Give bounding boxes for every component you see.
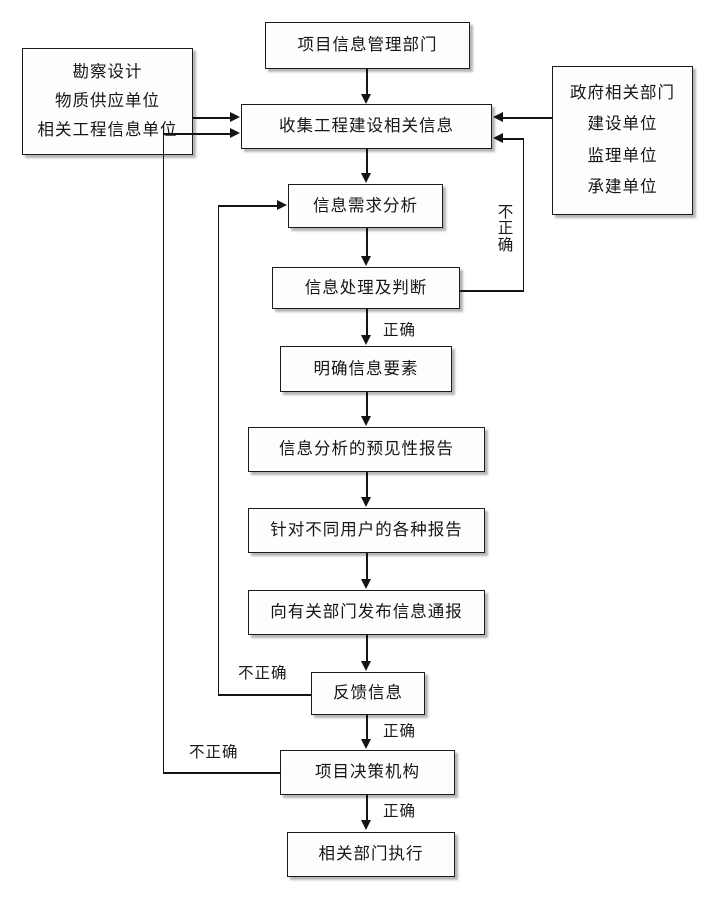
node-label-line-2: 建设单位 bbox=[587, 114, 658, 134]
node-foresight-analysis-report: 信息分析的预见性报告 bbox=[248, 427, 485, 472]
node-information-processing-judgement: 信息处理及判断 bbox=[272, 267, 460, 309]
edge-label-incorrect-processing: 不正确 bbox=[497, 204, 514, 254]
edge-processing-incorrect-right bbox=[460, 290, 524, 292]
node-information-demand-analysis: 信息需求分析 bbox=[288, 184, 443, 228]
node-label: 明确信息要素 bbox=[313, 358, 419, 378]
node-label-line-3: 监理单位 bbox=[587, 145, 658, 165]
edge-feedback-incorrect-into-demand bbox=[218, 205, 278, 207]
node-label: 反馈信息 bbox=[333, 683, 403, 703]
edge-collect-to-demand-analysis bbox=[366, 149, 368, 174]
edge-feedback-incorrect-up bbox=[217, 205, 220, 695]
edge-decision-to-execution bbox=[366, 795, 368, 821]
node-relevant-department-execution: 相关部门执行 bbox=[287, 832, 455, 877]
edge-user-reports-to-publish bbox=[366, 553, 368, 580]
edge-right-sources-to-collect bbox=[503, 117, 552, 119]
arrowhead-user-reports-to-publish bbox=[360, 579, 371, 589]
node-label: 针对不同用户的各种报告 bbox=[270, 520, 463, 540]
edge-feedback-incorrect-left bbox=[218, 694, 311, 696]
node-project-decision-body: 项目决策机构 bbox=[280, 750, 455, 795]
edge-left-sources-to-collect bbox=[193, 117, 231, 119]
node-info-management-department: 项目信息管理部门 bbox=[265, 22, 470, 69]
edge-decision-incorrect-into-collect bbox=[163, 133, 231, 135]
edge-foresight-to-user-reports bbox=[366, 472, 368, 498]
edge-processing-to-clarify bbox=[366, 309, 368, 336]
edge-label-correct-feedback: 正确 bbox=[383, 723, 417, 740]
node-label: 向有关部门发布信息通报 bbox=[270, 602, 463, 622]
arrowhead-left-sources-to-collect bbox=[230, 111, 240, 122]
edge-decision-incorrect-up bbox=[162, 133, 165, 773]
edge-processing-incorrect-up bbox=[522, 138, 525, 291]
node-clarify-information-elements: 明确信息要素 bbox=[280, 346, 452, 392]
arrowhead-feedback-incorrect-to-demand bbox=[277, 199, 287, 210]
node-label: 项目决策机构 bbox=[315, 762, 420, 782]
node-label: 信息处理及判断 bbox=[304, 277, 428, 297]
edge-publish-to-feedback bbox=[366, 635, 368, 662]
node-label-line-1: 勘察设计 bbox=[72, 62, 143, 82]
node-collect-construction-information: 收集工程建设相关信息 bbox=[241, 104, 492, 149]
edge-label-correct-processing: 正确 bbox=[383, 322, 417, 339]
arrowhead-clarify-to-foresight bbox=[360, 416, 371, 426]
arrowhead-foresight-to-user-reports bbox=[360, 497, 371, 507]
node-reports-for-different-users: 针对不同用户的各种报告 bbox=[248, 508, 485, 553]
edge-feedback-to-decision bbox=[366, 715, 368, 739]
arrowhead-processing-incorrect-to-collect bbox=[493, 132, 503, 143]
arrowhead-decision-incorrect-to-collect bbox=[230, 127, 240, 138]
arrowhead-collect-to-demand-analysis bbox=[360, 173, 371, 183]
node-label: 项目信息管理部门 bbox=[297, 35, 438, 55]
node-label: 信息需求分析 bbox=[313, 195, 418, 215]
node-right-source-units: 政府相关部门 建设单位 监理单位 承建单位 bbox=[552, 66, 693, 215]
arrowhead-right-sources-to-collect bbox=[493, 111, 503, 122]
edge-label-correct-decision: 正确 bbox=[383, 803, 417, 820]
edge-decision-incorrect-left bbox=[163, 772, 281, 774]
arrowhead-decision-to-execution bbox=[360, 820, 371, 830]
edge-info-mgmt-to-collect bbox=[366, 69, 368, 95]
edge-label-incorrect-decision: 不正确 bbox=[189, 744, 239, 761]
node-label: 相关部门执行 bbox=[318, 844, 424, 864]
edge-demand-to-processing bbox=[366, 228, 368, 257]
edge-processing-incorrect-into-collect bbox=[503, 138, 524, 140]
node-label-line-3: 相关工程信息单位 bbox=[37, 119, 178, 139]
arrowhead-publish-to-feedback bbox=[360, 661, 371, 671]
node-label-line-1: 政府相关部门 bbox=[570, 82, 675, 102]
arrowhead-info-mgmt-to-collect bbox=[360, 94, 371, 104]
node-label: 信息分析的预见性报告 bbox=[279, 439, 454, 459]
node-left-source-units: 勘察设计 物质供应单位 相关工程信息单位 bbox=[22, 48, 193, 155]
edge-clarify-to-foresight bbox=[366, 392, 368, 417]
node-label-line-4: 承建单位 bbox=[587, 177, 658, 197]
node-feedback-information: 反馈信息 bbox=[311, 672, 425, 715]
node-label: 收集工程建设相关信息 bbox=[279, 116, 454, 136]
arrowhead-processing-to-clarify bbox=[360, 335, 371, 345]
node-publish-information-bulletin: 向有关部门发布信息通报 bbox=[248, 590, 485, 635]
node-label-line-2: 物质供应单位 bbox=[55, 91, 160, 110]
edge-label-incorrect-feedback: 不正确 bbox=[238, 665, 288, 682]
arrowhead-feedback-to-decision bbox=[360, 739, 371, 749]
arrowhead-demand-to-processing bbox=[360, 256, 371, 266]
